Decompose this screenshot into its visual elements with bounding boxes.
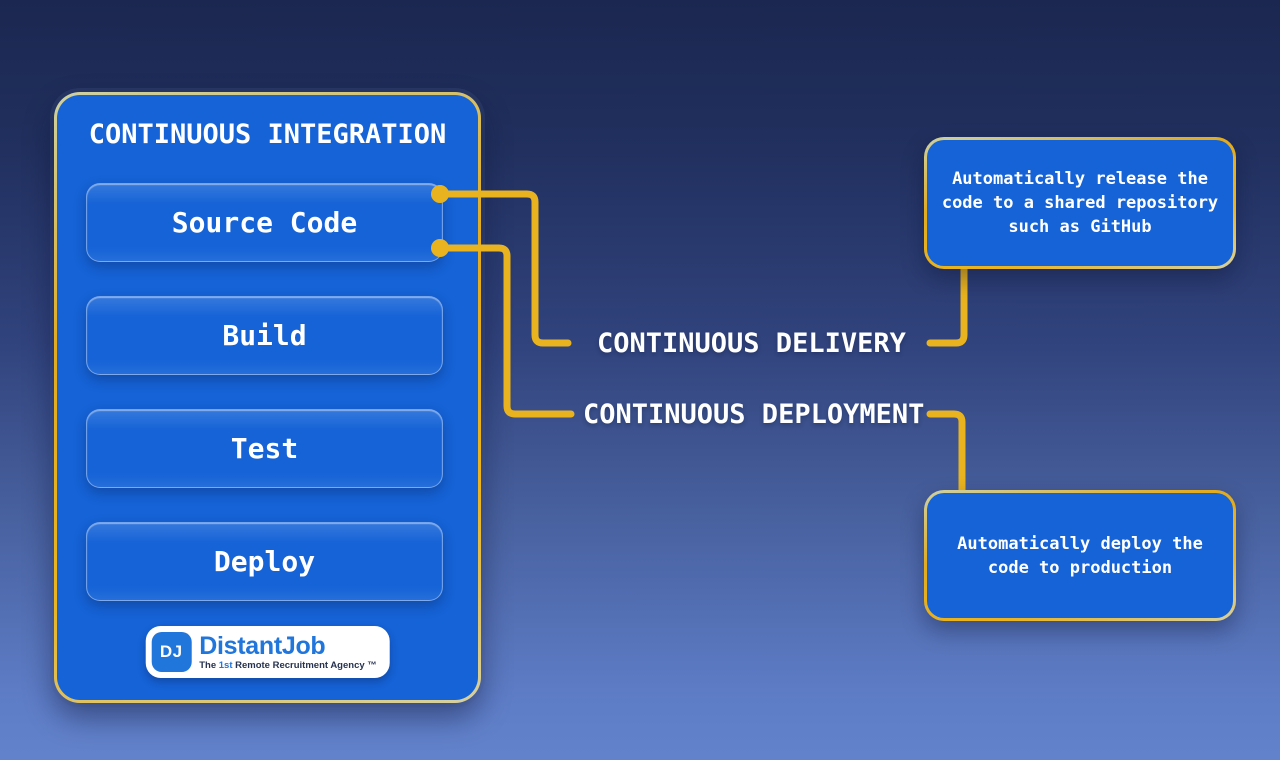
step-test-button[interactable]: Test [86,409,443,488]
delivery-callout-text: Automatically release the code to a shar… [927,140,1233,266]
distantjob-logo-text: DistantJob The 1st Remote Recruitment Ag… [199,631,377,671]
delivery-callout: Automatically release the code to a shar… [924,137,1236,269]
step-build-button[interactable]: Build [86,296,443,375]
step-deploy-button[interactable]: Deploy [86,522,443,601]
continuous-deployment-label: CONTINUOUS DEPLOYMENT [583,399,925,430]
distantjob-monogram-text: DJ [159,642,183,661]
step-deploy-label: Deploy [213,545,316,578]
tagline-highlight: 1st [218,659,233,671]
ci-panel-body: CONTINUOUS INTEGRATION Source Code Build… [57,95,478,700]
ci-panel: CONTINUOUS INTEGRATION Source Code Build… [54,92,481,703]
step-source-code-label: Source Code [171,206,358,239]
distantjob-monogram-icon: DJ [151,632,192,672]
tagline-post: Remote Recruitment Agency ™ [232,659,377,671]
deployment-callout-line-2: code to production [987,557,1173,578]
tagline-pre: The [199,659,219,671]
deployment-callout: Automatically deploy the code to product… [924,490,1236,621]
distantjob-logo: DJ DistantJob The 1st Remote Recruitment… [145,626,390,678]
deployment-connector-right [926,410,966,498]
delivery-callout-line-1: Automatically release the [952,169,1208,189]
delivery-callout-line-3: such as GitHub [1008,217,1152,237]
continuous-delivery-label: CONTINUOUS DELIVERY [597,328,906,359]
ci-panel-title: CONTINUOUS INTEGRATION [88,119,447,150]
step-source-code-button[interactable]: Source Code [86,183,443,262]
deployment-callout-line-1: Automatically deploy the [957,533,1203,554]
delivery-callout-line-2: code to a shared repository [941,193,1219,213]
delivery-connector-right [926,260,968,347]
step-test-label: Test [230,432,299,465]
step-build-label: Build [222,319,307,352]
deployment-callout-text: Automatically deploy the code to product… [927,493,1233,618]
distantjob-logo-tagline: The 1st Remote Recruitment Agency ™ [199,661,377,671]
distantjob-logo-name: DistantJob [199,631,326,660]
